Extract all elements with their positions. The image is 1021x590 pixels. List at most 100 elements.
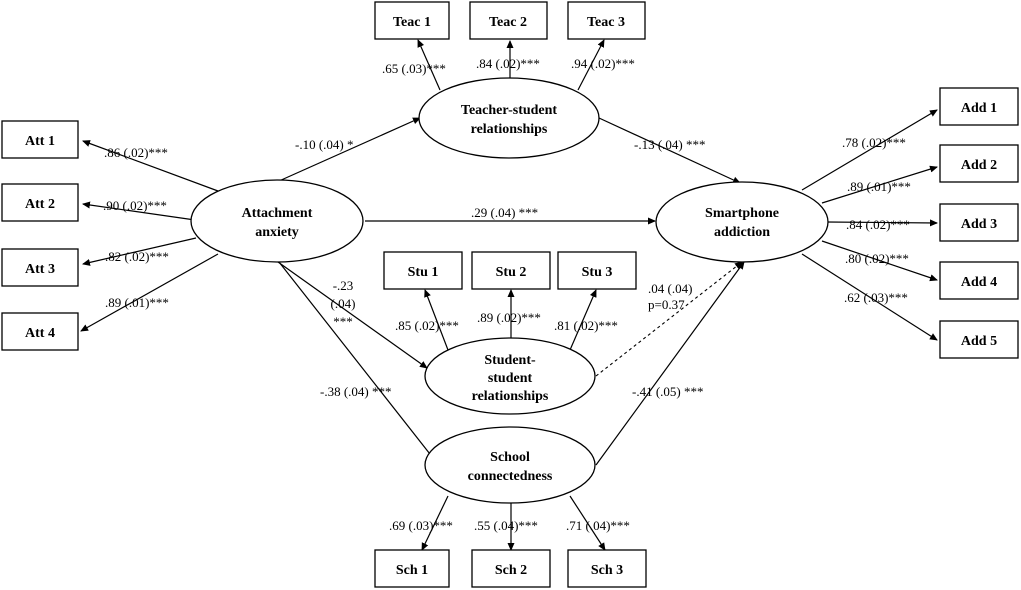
path-label-att-smart: .29 (.04) *** xyxy=(471,205,538,220)
latent-ellipse-school xyxy=(424,426,596,504)
smartphone-indicators: Add 1 Add 2 Add 3 Add 4 Add 5 xyxy=(939,87,1019,359)
indicator-label-add1: Add 1 xyxy=(961,101,997,116)
latent-label-student-line3: relationships xyxy=(472,389,549,404)
indicator-box-stu2 xyxy=(471,251,551,290)
loading-label-add3: .84 (.02)*** xyxy=(846,217,910,232)
loading-arrow-att2 xyxy=(82,201,196,221)
loading-label-sch1: .69 (.03)*** xyxy=(389,518,453,533)
loading-label-teac1: .65 (.03)*** xyxy=(382,61,446,76)
path-label-att-teacher: -.10 (.04) * xyxy=(295,137,354,152)
path-label-school-smart: -.41 (.05) *** xyxy=(632,384,704,399)
loading-arrow-att4 xyxy=(80,253,219,332)
loading-label-teac2: .84 (.02)*** xyxy=(476,56,540,71)
loading-arrow-add1 xyxy=(801,109,938,191)
indicator-label-att4: Att 4 xyxy=(25,326,55,341)
loading-label-add1: .78 (.02)*** xyxy=(842,135,906,150)
indicator-box-teac3 xyxy=(567,1,646,40)
latent-label-teacher-line1: Teacher-student xyxy=(461,103,558,118)
loading-arrow-stu1 xyxy=(424,289,449,351)
loading-label-att4: .89 (.01)*** xyxy=(105,295,169,310)
latent-student: Student- student relationships xyxy=(424,337,596,415)
indicator-label-stu1: Stu 1 xyxy=(408,265,439,280)
path-labels: -.10 (.04) * -.13 (.04) *** .29 (.04) **… xyxy=(295,137,706,399)
indicator-box-add2 xyxy=(939,144,1019,183)
path-arrow-att-school xyxy=(278,261,438,464)
loading-arrow-stu3 xyxy=(569,289,597,351)
latent-ellipse-smartphone xyxy=(655,181,829,263)
path-label-att-student-line2: (.04) xyxy=(331,296,356,311)
latent-label-student-line2: student xyxy=(488,371,533,386)
indicator-label-teac1: Teac 1 xyxy=(393,15,431,30)
latent-label-school-line1: School xyxy=(490,450,530,465)
indicator-label-att2: Att 2 xyxy=(25,197,55,212)
connectors xyxy=(80,39,938,551)
teacher-indicators: Teac 1 Teac 2 Teac 3 xyxy=(374,1,646,40)
indicator-label-sch2: Sch 2 xyxy=(495,563,527,578)
indicator-label-teac3: Teac 3 xyxy=(587,15,625,30)
latent-label-attachment-line2: anxiety xyxy=(255,225,299,240)
latent-label-school-line2: connectedness xyxy=(468,469,553,484)
loading-arrow-att3 xyxy=(82,237,197,266)
indicator-box-stu3 xyxy=(557,251,637,290)
indicator-label-sch3: Sch 3 xyxy=(591,563,623,578)
loading-label-stu3: .81 (.02)*** xyxy=(554,318,618,333)
latent-label-smartphone-line2: addiction xyxy=(714,225,770,240)
latent-label-teacher-line2: relationships xyxy=(471,122,548,137)
indicator-box-sch1 xyxy=(374,549,450,588)
indicator-label-teac2: Teac 2 xyxy=(489,15,527,30)
indicator-box-add3 xyxy=(939,203,1019,242)
loading-arrow-add5 xyxy=(801,253,938,341)
loading-label-stu2: .89 (.02)*** xyxy=(477,310,541,325)
path-label-att-student-line3: *** xyxy=(333,314,353,329)
indicator-box-teac1 xyxy=(374,1,450,40)
latent-ellipse-teacher xyxy=(418,77,600,159)
indicator-label-add3: Add 3 xyxy=(961,217,997,232)
loading-label-add2: .89 (.01)*** xyxy=(847,179,911,194)
indicator-box-att3 xyxy=(1,248,79,287)
path-label-student-smart-line2: p=0.37 xyxy=(648,297,685,312)
indicator-label-sch1: Sch 1 xyxy=(396,563,428,578)
path-label-teacher-smart: -.13 (.04) *** xyxy=(634,137,706,152)
indicator-box-add5 xyxy=(939,320,1019,359)
indicator-box-add1 xyxy=(939,87,1019,126)
loading-label-sch3: .71 (.04)*** xyxy=(566,518,630,533)
loading-arrow-add3 xyxy=(826,219,938,227)
loading-arrow-add4 xyxy=(821,240,938,282)
latent-label-student-line1: Student- xyxy=(484,353,536,368)
loading-arrow-teac3 xyxy=(577,39,605,91)
latent-school: School connectedness xyxy=(424,426,596,504)
indicator-label-att3: Att 3 xyxy=(25,262,55,277)
loading-arrow-att1 xyxy=(82,140,219,192)
loading-arrow-teac1 xyxy=(417,39,441,91)
loading-label-add5: .62 (.03)*** xyxy=(844,290,908,305)
path-label-att-student-line1: -.23 xyxy=(333,278,354,293)
indicator-label-att1: Att 1 xyxy=(25,134,55,149)
loading-label-stu1: .85 (.02)*** xyxy=(395,318,459,333)
loading-label-add4: .80 (.02)*** xyxy=(845,251,909,266)
indicator-box-stu1 xyxy=(383,251,463,290)
loading-label-teac3: .94 (.02)*** xyxy=(571,56,635,71)
loading-label-att1: .86 (.02)*** xyxy=(104,145,168,160)
path-arrow-student-smart xyxy=(595,261,743,377)
student-indicators: Stu 1 Stu 2 Stu 3 xyxy=(383,251,637,290)
school-indicators: Sch 1 Sch 2 Sch 3 xyxy=(374,549,647,588)
latent-smartphone: Smartphone addiction xyxy=(655,181,829,263)
indicator-box-att1 xyxy=(1,120,79,159)
latent-label-attachment-line1: Attachment xyxy=(242,206,313,221)
path-label-att-school: -.38 (.04) *** xyxy=(320,384,392,399)
latent-label-smartphone-line1: Smartphone xyxy=(705,206,779,221)
indicator-box-teac2 xyxy=(469,1,548,40)
latent-ellipse-student xyxy=(424,337,596,415)
indicator-box-sch2 xyxy=(471,549,551,588)
indicator-label-add4: Add 4 xyxy=(961,275,997,290)
path-label-student-smart-line1: .04 (.04) xyxy=(648,281,692,296)
indicator-box-sch3 xyxy=(567,549,647,588)
indicator-box-att2 xyxy=(1,183,79,222)
indicator-box-add4 xyxy=(939,261,1019,300)
loading-label-att2: .90 (.02)*** xyxy=(103,198,167,213)
path-arrow-school-smart xyxy=(595,261,745,466)
loading-label-sch2: .55 (.04)*** xyxy=(474,518,538,533)
indicator-label-add2: Add 2 xyxy=(961,158,997,173)
loading-labels: .65 (.03)*** .84 (.02)*** .94 (.02)*** .… xyxy=(103,56,911,533)
